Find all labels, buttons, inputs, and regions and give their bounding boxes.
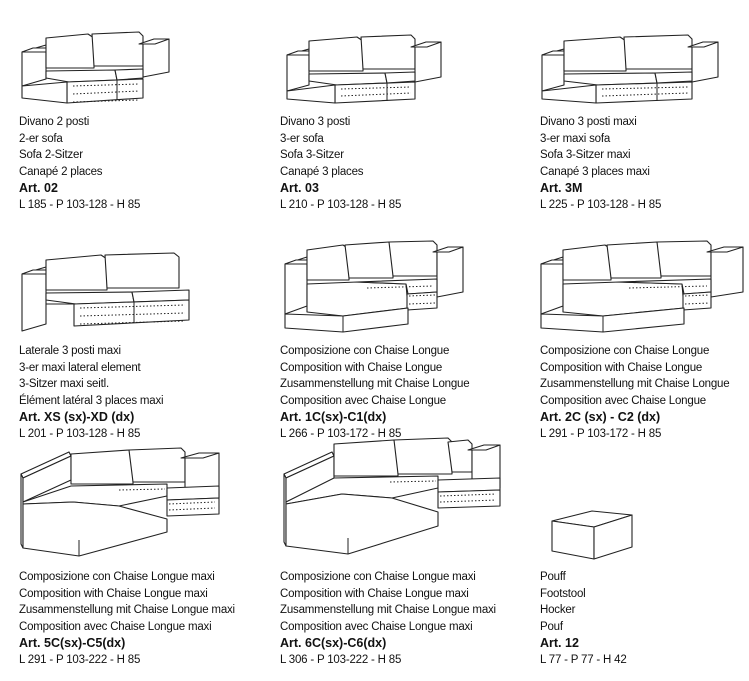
dimensions: L 77 - P 77 - H 42 xyxy=(540,653,627,666)
description-de: Zusammenstellung mit Chaise Longue xyxy=(280,378,470,390)
description-it: Composizione con Chaise Longue xyxy=(280,345,450,357)
description-it: Laterale 3 posti maxi xyxy=(19,345,121,357)
dimensions: L 185 - P 103-128 - H 85 xyxy=(19,198,141,211)
description-it: Divano 3 posti maxi xyxy=(540,116,637,128)
article-code: Art. 5C(sx)-C5(dx) xyxy=(19,636,126,650)
product-art-xs-xd: Laterale 3 posti maxi 3-er maxi lateral … xyxy=(19,250,259,440)
description-fr: Canapé 2 places xyxy=(19,165,103,178)
article-code: Art. 12 xyxy=(540,636,579,650)
description-de: 3-Sitzer maxi seitl. xyxy=(19,378,109,390)
dimensions: L 291 - P 103-222 - H 85 xyxy=(19,653,141,666)
description-de: Sofa 3-Sitzer xyxy=(280,149,344,161)
description-en: Composition with Chaise Longue maxi xyxy=(280,587,469,600)
dimensions: L 210 - P 103-128 - H 85 xyxy=(280,198,402,211)
product-art-12: Pouff Footstool Hocker Pouf Art. 12 L 77… xyxy=(540,505,749,669)
product-art-3m: Divano 3 posti maxi 3-er maxi sofa Sofa … xyxy=(540,28,749,218)
description-en: Composition with Chaise Longue xyxy=(540,361,703,374)
description-it: Divano 2 posti xyxy=(19,116,90,128)
description-en: 3-er maxi sofa xyxy=(540,132,611,145)
article-code: Art. 1C(sx)-C1(dx) xyxy=(280,410,387,424)
description-en: 3-er sofa xyxy=(280,132,324,145)
description-de: Zusammenstellung mit Chaise Longue maxi xyxy=(19,604,235,616)
description-de: Sofa 2-Sitzer xyxy=(19,149,83,161)
sofa-3-seat-drawing xyxy=(285,31,450,106)
article-code: Art. 03 xyxy=(280,181,319,195)
description-it: Composizione con Chaise Longue maxi xyxy=(19,571,215,583)
description-de: Zusammenstellung mit Chaise Longue xyxy=(540,378,730,390)
description-fr: Canapé 3 places maxi xyxy=(540,165,650,178)
product-art-03: Divano 3 posti 3-er sofa Sofa 3-Sitzer C… xyxy=(280,28,520,218)
description-de: Zusammenstellung mit Chaise Longue maxi xyxy=(280,604,496,616)
sofa-2-seat-drawing xyxy=(19,28,179,108)
description-it: Pouff xyxy=(540,571,566,583)
description-fr: Composition avec Chaise Longue maxi xyxy=(280,620,473,633)
description-fr: Pouf xyxy=(540,620,563,633)
description-en: Footstool xyxy=(540,587,586,600)
description-it: Composizione con Chaise Longue maxi xyxy=(280,571,476,583)
description-it: Composizione con Chaise Longue xyxy=(540,345,710,357)
article-code: Art. 3M xyxy=(540,181,583,195)
description-en: 2-er sofa xyxy=(19,132,63,145)
chaise-longue-maxi-composition-drawing xyxy=(282,432,507,557)
dimensions: L 225 - P 103-128 - H 85 xyxy=(540,198,662,211)
chaise-longue-maxi-composition-drawing xyxy=(19,444,234,559)
lateral-element-drawing xyxy=(19,248,204,333)
description-fr: Composition avec Chaise Longue xyxy=(540,394,706,407)
product-art-2c-c2: Composizione con Chaise Longue Compositi… xyxy=(539,236,749,440)
product-art-6c-c6: Composizione con Chaise Longue maxi Comp… xyxy=(280,432,520,669)
dimensions: L 291 - P 103-172 - H 85 xyxy=(540,427,662,440)
description-fr: Composition avec Chaise Longue maxi xyxy=(19,620,212,633)
description-it: Divano 3 posti xyxy=(280,116,351,128)
chaise-longue-composition-drawing xyxy=(283,236,473,336)
pouf-drawing xyxy=(550,505,640,565)
description-fr: Élément latéral 3 places maxi xyxy=(19,394,164,407)
description-en: 3-er maxi lateral element xyxy=(19,361,141,374)
article-code: Art. 6C(sx)-C6(dx) xyxy=(280,636,387,650)
article-code: Art. 02 xyxy=(19,181,58,195)
description-en: Composition with Chaise Longue maxi xyxy=(19,587,208,600)
sofa-3-seat-maxi-drawing xyxy=(540,31,725,106)
dimensions: L 306 - P 103-222 - H 85 xyxy=(280,653,402,666)
dimensions: L 201 - P 103-128 - H 85 xyxy=(19,427,141,440)
description-de: Sofa 3-Sitzer maxi xyxy=(540,149,631,161)
description-de: Hocker xyxy=(540,604,576,616)
product-art-02: Divano 2 posti 2-er sofa Sofa 2-Sitzer C… xyxy=(19,28,259,218)
description-fr: Canapé 3 places xyxy=(280,165,364,178)
product-art-5c-c5: Composizione con Chaise Longue maxi Comp… xyxy=(19,444,259,669)
product-art-1c-c1: Composizione con Chaise Longue Compositi… xyxy=(280,236,520,440)
chaise-longue-composition-drawing xyxy=(539,236,749,336)
dimensions: L 266 - P 103-172 - H 85 xyxy=(280,427,402,440)
article-code: Art. XS (sx)-XD (dx) xyxy=(19,410,135,424)
description-en: Composition with Chaise Longue xyxy=(280,361,443,374)
article-code: Art. 2C (sx) - C2 (dx) xyxy=(540,410,661,424)
description-fr: Composition avec Chaise Longue xyxy=(280,394,446,407)
